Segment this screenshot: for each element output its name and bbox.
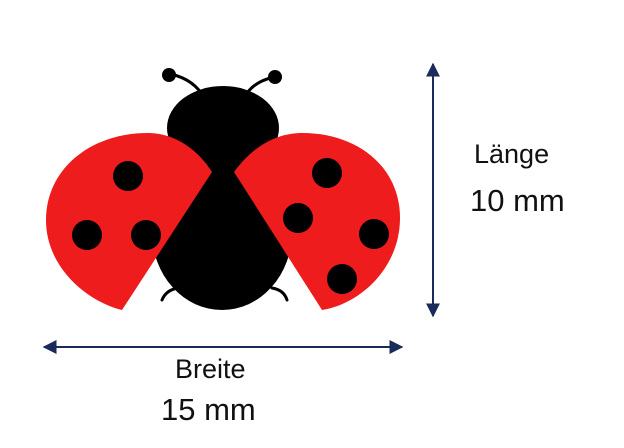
ladybug-spot [131, 220, 161, 250]
length-value: 10 mm [470, 183, 565, 218]
ladybug-icon [46, 68, 400, 310]
ladybug-spot [312, 158, 342, 188]
ladybug-spot [113, 161, 143, 191]
ladybug-spot [327, 264, 357, 294]
ladybug-leg-right [270, 286, 289, 302]
ladybug-wing-right [234, 132, 400, 310]
width-label: Breite [175, 354, 246, 384]
ladybug-spot [283, 203, 313, 233]
ladybug-wing-left [46, 132, 212, 310]
ladybug-antenna-tip-left [162, 68, 176, 82]
ladybug-spot [359, 219, 389, 249]
ladybug-antenna-tip-right [268, 70, 282, 84]
ladybug-spot [72, 220, 102, 250]
ladybug-head [167, 86, 279, 170]
length-label: Länge [474, 139, 550, 169]
width-value: 15 mm [161, 392, 256, 427]
